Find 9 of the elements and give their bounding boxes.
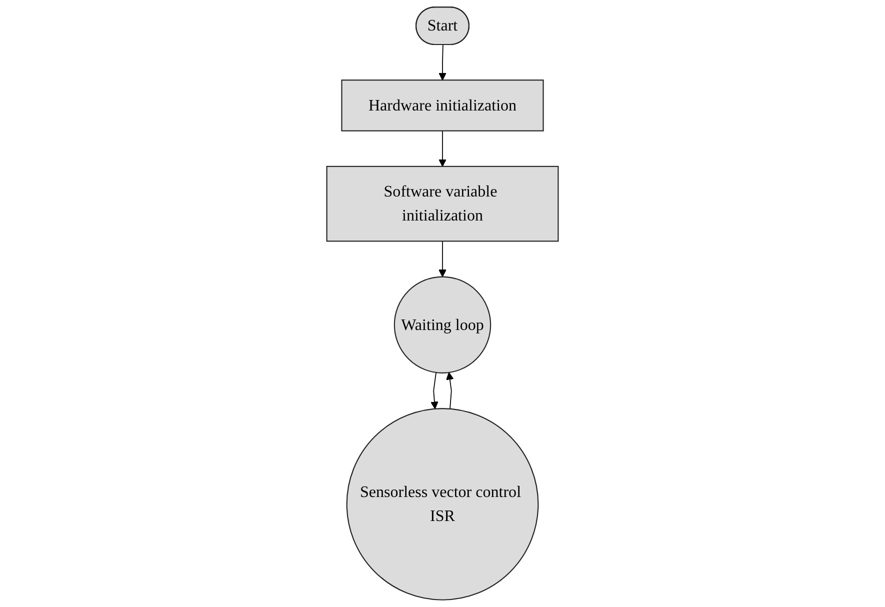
arrow	[438, 44, 446, 80]
node-box: Software variable initialization	[326, 166, 559, 242]
arrow	[438, 240, 446, 278]
arrow	[438, 130, 446, 167]
arrow	[446, 372, 454, 410]
node-circle: Sensorless vector control ISR	[346, 408, 539, 600]
node-circle: Waiting loop	[394, 276, 492, 374]
node-box: Hardware initialization	[341, 80, 544, 132]
arrow	[430, 372, 438, 410]
